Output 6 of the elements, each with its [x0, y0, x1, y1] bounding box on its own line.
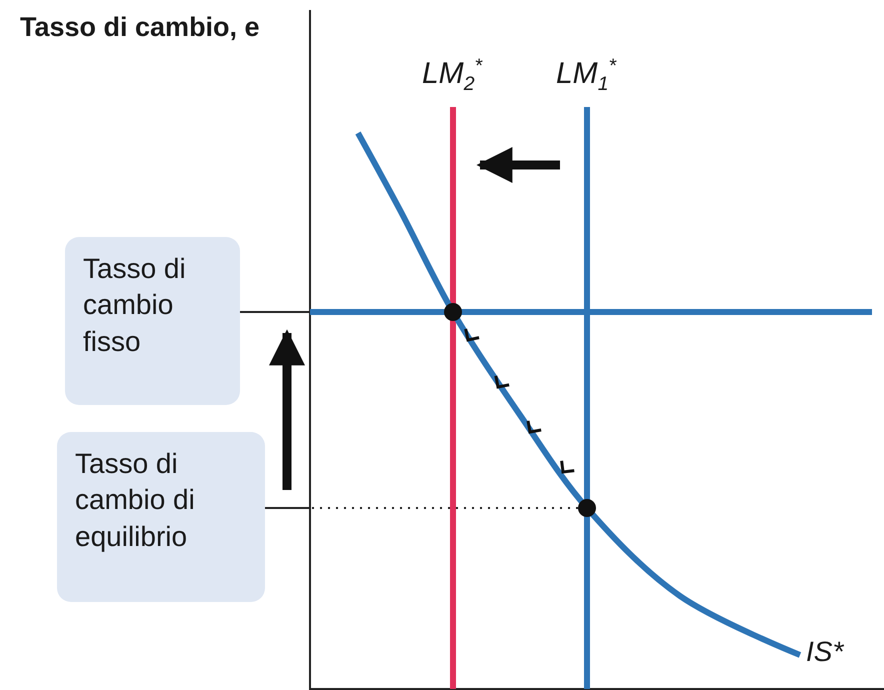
leader-line [240, 311, 310, 313]
curve-label: IS* [806, 636, 844, 668]
leader-line [265, 507, 310, 509]
label-box: Tasso di cambio fisso [65, 237, 240, 405]
axis-title: Tasso di cambio, e [20, 12, 260, 43]
label-box: Tasso di cambio di equilibrio [57, 432, 265, 602]
